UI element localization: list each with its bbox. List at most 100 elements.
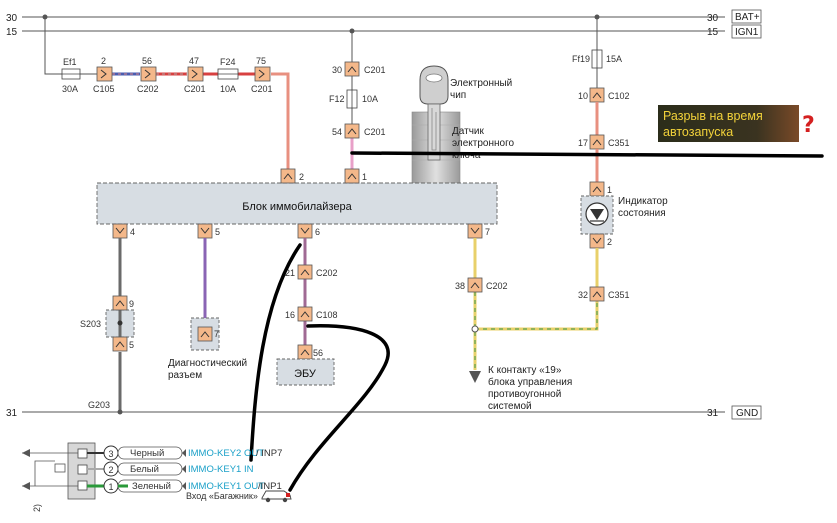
security-line1: К контакту «19» bbox=[488, 365, 562, 376]
c201-connector-icon bbox=[344, 123, 360, 139]
c105-connector-icon bbox=[96, 66, 113, 82]
ecu-box bbox=[276, 358, 335, 386]
row2-number: 2 bbox=[108, 465, 113, 475]
f24-fuse-rating: 10A bbox=[220, 84, 236, 94]
c202a-label: C202 bbox=[137, 84, 159, 94]
pin-connector-icon bbox=[589, 286, 605, 302]
bat-rail: 30 30 BAT+ bbox=[6, 9, 762, 24]
c108-label: C108 bbox=[316, 310, 338, 320]
row2-signal: IMMO-KEY1 IN bbox=[188, 464, 254, 475]
pin-connector-icon bbox=[297, 344, 313, 360]
diag-pin: 7 bbox=[214, 329, 219, 339]
c201b-label: C201 bbox=[251, 84, 273, 94]
ground-label: G203 bbox=[88, 400, 110, 410]
pin-connector-icon bbox=[467, 223, 483, 239]
pin-connector-icon bbox=[197, 326, 213, 342]
c201d-label: C201 bbox=[364, 127, 386, 137]
row1-color: Зеленый bbox=[132, 481, 171, 492]
c201a-pin: 47 bbox=[189, 56, 199, 66]
c202-connector-icon bbox=[140, 66, 157, 82]
row3-input: / INP7 bbox=[256, 448, 282, 459]
ecu-pin: 56 bbox=[313, 348, 323, 358]
c202b-label: C202 bbox=[316, 268, 338, 278]
row1-signal: IMMO-KEY1 OUT bbox=[188, 481, 264, 492]
pin-connector-icon bbox=[589, 134, 605, 150]
bat-rail-number-left: 30 bbox=[6, 13, 18, 24]
ground-branch: 9 5 S203 G203 bbox=[80, 238, 135, 415]
ign-rail-number-right: 15 bbox=[707, 27, 719, 38]
c201c-label: C201 bbox=[364, 65, 386, 75]
c201-connector-icon bbox=[254, 66, 271, 82]
f12-fuse-rating: 10A bbox=[362, 94, 378, 104]
electronic-key: Электронный чип Датчик электронного ключ… bbox=[411, 65, 515, 185]
indicator-branch: Ff19 15A 10 C102 17 C351 1 2 Индикатор с… bbox=[572, 17, 668, 302]
f24-fuse-name: F24 bbox=[220, 57, 236, 67]
ign-rail: 15 15 IGN1 bbox=[6, 24, 762, 39]
pin-connector-icon bbox=[297, 264, 313, 280]
ecu-branch: 21 C202 16 C108 56 ЭБУ bbox=[276, 238, 338, 386]
bat-rail-number-right: 30 bbox=[707, 13, 719, 24]
question-mark: ? bbox=[802, 113, 815, 138]
pin-connector-icon bbox=[297, 306, 313, 322]
immobilizer-label: Блок иммобилайзера bbox=[242, 201, 352, 213]
security-branch: 38 C202 К контакту «19» блока управления… bbox=[455, 238, 599, 412]
c201b-pin: 75 bbox=[256, 56, 266, 66]
s203-pin-top: 9 bbox=[129, 299, 134, 309]
row1-input: /INP1 bbox=[258, 481, 282, 492]
immo-pin-5: 5 bbox=[215, 227, 220, 237]
arrow-down-icon bbox=[469, 371, 481, 383]
pin-connector-icon bbox=[112, 336, 128, 352]
chip-label-line1: Электронный bbox=[450, 78, 512, 89]
marker-lines bbox=[249, 151, 824, 492]
car-trunk-icon bbox=[261, 490, 292, 503]
c202c-pin: 38 bbox=[455, 281, 465, 291]
key-blade-icon bbox=[427, 103, 441, 161]
ecu-label: ЭБУ bbox=[294, 368, 317, 380]
s203-label: S203 bbox=[80, 319, 101, 329]
middle-supply-chain: 30 C201 F12 10A 54 C201 bbox=[329, 31, 386, 170]
ef1-fuse-rating: 30A bbox=[62, 84, 78, 94]
row2-color: Белый bbox=[130, 464, 159, 475]
f12-fuse-name: F12 bbox=[329, 94, 345, 104]
c202c-label: C202 bbox=[486, 281, 508, 291]
bypass-banner: Разрыв на время автозапуска ? bbox=[658, 105, 815, 142]
c201a-label: C201 bbox=[184, 84, 206, 94]
ef1-fuse-name: Ef1 bbox=[63, 57, 77, 67]
ign-rail-label: IGN1 bbox=[735, 27, 759, 38]
chip-label-line2: чип bbox=[450, 90, 466, 101]
banner-line1: Разрыв на время bbox=[663, 109, 763, 123]
c102-pin: 10 bbox=[578, 91, 588, 101]
trunk-input-label: Вход «Багажник» bbox=[186, 491, 258, 501]
row3-number: 3 bbox=[108, 449, 113, 459]
key-head-icon bbox=[419, 65, 449, 105]
c351a-pin: 17 bbox=[578, 138, 588, 148]
row1-number: 1 bbox=[108, 482, 113, 492]
left-supply-chain: Ef1 30A F24 10A 2 C105 56 C202 47 C201 7… bbox=[44, 17, 290, 170]
c105-label: C105 bbox=[93, 84, 115, 94]
sensor-label-line1: Датчик bbox=[452, 126, 484, 137]
diagnostic-branch: 7 Диагностический разъем bbox=[168, 238, 247, 381]
pin-connector-icon bbox=[589, 87, 605, 103]
c201d-pin: 54 bbox=[332, 127, 342, 137]
side-mark: 2) bbox=[32, 504, 42, 512]
c108-pin: 16 bbox=[285, 310, 295, 320]
indicator-label-line2: состояния bbox=[618, 208, 666, 219]
pin-connector-icon bbox=[589, 233, 605, 249]
c351a-label: C351 bbox=[608, 138, 630, 148]
c202a-pin: 56 bbox=[142, 56, 152, 66]
indicator-pin-top: 1 bbox=[607, 185, 612, 195]
gnd-rail-number-right: 31 bbox=[707, 408, 719, 419]
pin-connector-icon bbox=[297, 223, 313, 239]
sensor-label-line2: электронного bbox=[452, 138, 515, 149]
security-line3: противоугонной bbox=[488, 389, 561, 400]
immo-pin-6: 6 bbox=[315, 227, 320, 237]
security-line2: блока управления bbox=[488, 376, 572, 388]
diag-label-line2: разъем bbox=[168, 370, 202, 381]
pin-connector-icon bbox=[197, 223, 213, 239]
security-line4: системой bbox=[488, 401, 532, 412]
indicator-label-line1: Индикатор bbox=[618, 196, 668, 207]
pin-connector-icon bbox=[280, 168, 296, 184]
pin-connector-icon bbox=[467, 277, 483, 293]
sensor-label-line3: ключа bbox=[452, 150, 481, 161]
